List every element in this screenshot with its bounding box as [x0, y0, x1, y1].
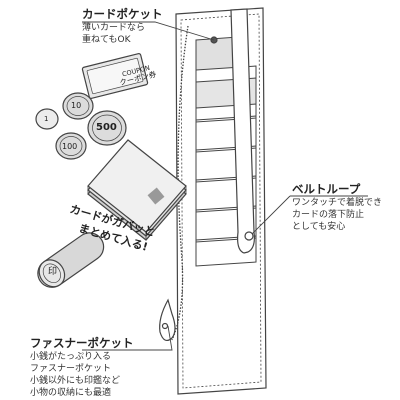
zipper-pocket-line-3: 小銭以外にも印鑑など — [30, 376, 121, 386]
zipper-pull — [159, 298, 176, 342]
zipper-pocket-title: ファスナーポケット — [30, 336, 134, 350]
coin-100-label: 100 — [62, 142, 78, 151]
belt-loop-line-2: カードの落下防止 — [292, 210, 365, 220]
coin-500-label: 500 — [96, 122, 117, 133]
seal-mark: 印 — [48, 267, 58, 277]
card-pocket-title: カードポケット — [82, 7, 163, 21]
belt-loop-callout: ベルトループ ワンタッチで着脱でき カードの落下防止 としても安心 — [292, 182, 382, 233]
belt-loop-snap — [244, 231, 254, 241]
zipper-pocket-line-2: ファスナーポケット — [30, 364, 112, 374]
leader-belt-loop — [251, 195, 368, 235]
zipper-pocket-line-4: 小物の収納にも最適 — [30, 388, 112, 398]
belt-loop-strap — [230, 8, 255, 254]
belt-loop-line-3: としても安心 — [292, 222, 346, 232]
coin-10-label: 10 — [71, 101, 82, 110]
leader-zipper-pocket — [82, 325, 173, 351]
belt-loop-line-1: ワンタッチで着脱でき — [292, 198, 383, 208]
zipper-pocket-line-1: 小銭がたっぷり入る — [30, 352, 112, 362]
card-pocket-callout: カードポケット 薄いカードなら 重ねてもOK — [82, 7, 163, 46]
belt-loop-title: ベルトループ — [292, 182, 361, 196]
card-pocket-line-1: 薄いカードなら — [82, 23, 146, 33]
seal-hanko — [37, 232, 105, 288]
zipper-pocket-callout: ファスナーポケット 小銭がたっぷり入る ファスナーポケット 小銭以外にも印鑑など… — [30, 336, 134, 399]
card-pocket-line-2: 重ねてもOK — [82, 35, 131, 45]
zipper-line — [171, 25, 189, 341]
coin-1-label: 1 — [44, 115, 49, 123]
card-stack — [87, 139, 187, 241]
coins — [35, 92, 127, 160]
coupon-ticket — [81, 53, 149, 99]
leader-card-pocket — [82, 21, 215, 41]
